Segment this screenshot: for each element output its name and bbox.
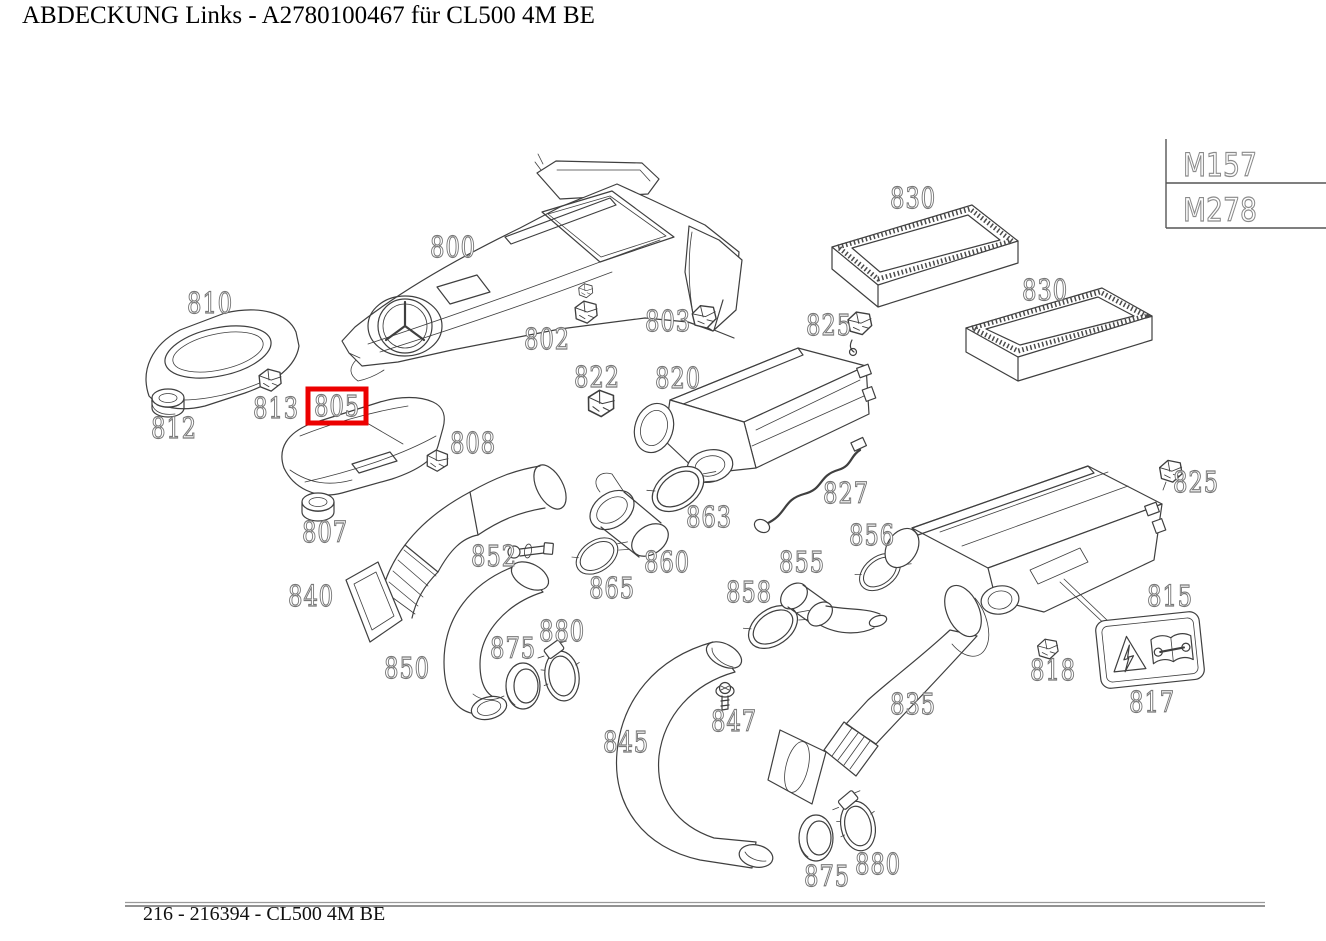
drawing-840-intake-duct — [345, 464, 567, 643]
part-label-812[interactable]: 812 — [150, 410, 197, 445]
drawing-847-bolt — [715, 681, 735, 711]
part-label-817[interactable]: 817 — [1128, 684, 1175, 719]
part-label-850[interactable]: 850 — [383, 650, 430, 685]
part-label-822[interactable]: 822 — [573, 359, 620, 394]
drawing-850-hose — [443, 561, 550, 721]
drawing-803-clip — [690, 299, 735, 339]
drawing-825-sensor-right — [1158, 458, 1184, 491]
part-label-847[interactable]: 847 — [710, 703, 757, 738]
drawing-825-sensor-left — [846, 309, 874, 357]
leader-line-805 — [366, 422, 404, 445]
part-label-815[interactable]: 815 — [1146, 578, 1193, 613]
part-label-856[interactable]: 856 — [848, 517, 895, 552]
part-label-865[interactable]: 865 — [588, 570, 635, 605]
part-label-802[interactable]: 802 — [523, 321, 570, 356]
engine-code-box: M157 M278 — [1165, 139, 1326, 230]
part-label-803[interactable]: 803 — [644, 303, 691, 338]
part-label-820[interactable]: 820 — [654, 360, 701, 395]
drawing-875-ring — [505, 662, 541, 710]
high-voltage-triangle-icon — [1113, 635, 1147, 673]
engine-code-m278: M278 — [1183, 191, 1257, 229]
part-label-852[interactable]: 852 — [470, 538, 517, 573]
part-label-835[interactable]: 835 — [889, 686, 936, 721]
part-label-840[interactable]: 840 — [287, 578, 334, 613]
part-label-818[interactable]: 818 — [1029, 652, 1076, 687]
drawing-855-connector — [780, 582, 888, 634]
part-label-808[interactable]: 808 — [449, 425, 496, 460]
drawing-830-air-filter-1 — [831, 204, 1019, 308]
part-label-863[interactable]: 863 — [685, 499, 732, 534]
part-label-855[interactable]: 855 — [778, 544, 825, 579]
footer-divider — [125, 901, 1265, 907]
engine-code-m157: M157 — [1183, 146, 1257, 184]
part-label-805[interactable]: 805 — [313, 388, 360, 423]
part-label-827[interactable]: 827 — [822, 475, 869, 510]
part-label-845[interactable]: 845 — [602, 724, 649, 759]
drawing-830-air-filter-2 — [965, 287, 1153, 382]
part-label-860[interactable]: 860 — [643, 544, 690, 579]
drawing-827-harness — [753, 436, 868, 534]
part-label-813[interactable]: 813 — [252, 390, 299, 425]
drawing-800-engine-cover — [341, 153, 743, 382]
part-label-807[interactable]: 807 — [301, 514, 348, 549]
drawing-852-sensor — [507, 542, 554, 559]
part-label-880[interactable]: 880 — [538, 613, 585, 648]
part-label-830[interactable]: 830 — [889, 180, 936, 215]
part-label-825[interactable]: 825 — [1172, 464, 1219, 499]
drawing-860-maf-sensor — [589, 472, 669, 558]
part-label-880[interactable]: 880 — [854, 846, 901, 881]
drawing-845-hose — [615, 641, 774, 869]
part-label-800[interactable]: 800 — [429, 229, 476, 264]
drawing-815-filter-housing-right — [884, 465, 1167, 647]
drawing-817-warning-plate — [1095, 611, 1205, 689]
part-label-830[interactable]: 830 — [1021, 272, 1068, 307]
part-label-810[interactable]: 810 — [186, 285, 233, 320]
drawing-820-filter-housing-left — [633, 347, 877, 483]
drawing-880-clamp-2 — [827, 782, 883, 856]
repair-manual-wrench-icon — [1150, 633, 1194, 665]
page-title: ABDECKUNG Links - A2780100467 für CL500 … — [22, 2, 595, 29]
part-label-875[interactable]: 875 — [803, 858, 850, 893]
drawing-875-ring-2 — [798, 814, 834, 862]
part-label-858[interactable]: 858 — [725, 574, 772, 609]
footer-caption: 216 - 216394 - CL500 4M BE — [143, 903, 386, 925]
highlight-box — [305, 386, 369, 426]
part-label-875[interactable]: 875 — [489, 630, 536, 665]
part-label-825[interactable]: 825 — [805, 307, 852, 342]
drawing-835-hose — [767, 584, 990, 805]
